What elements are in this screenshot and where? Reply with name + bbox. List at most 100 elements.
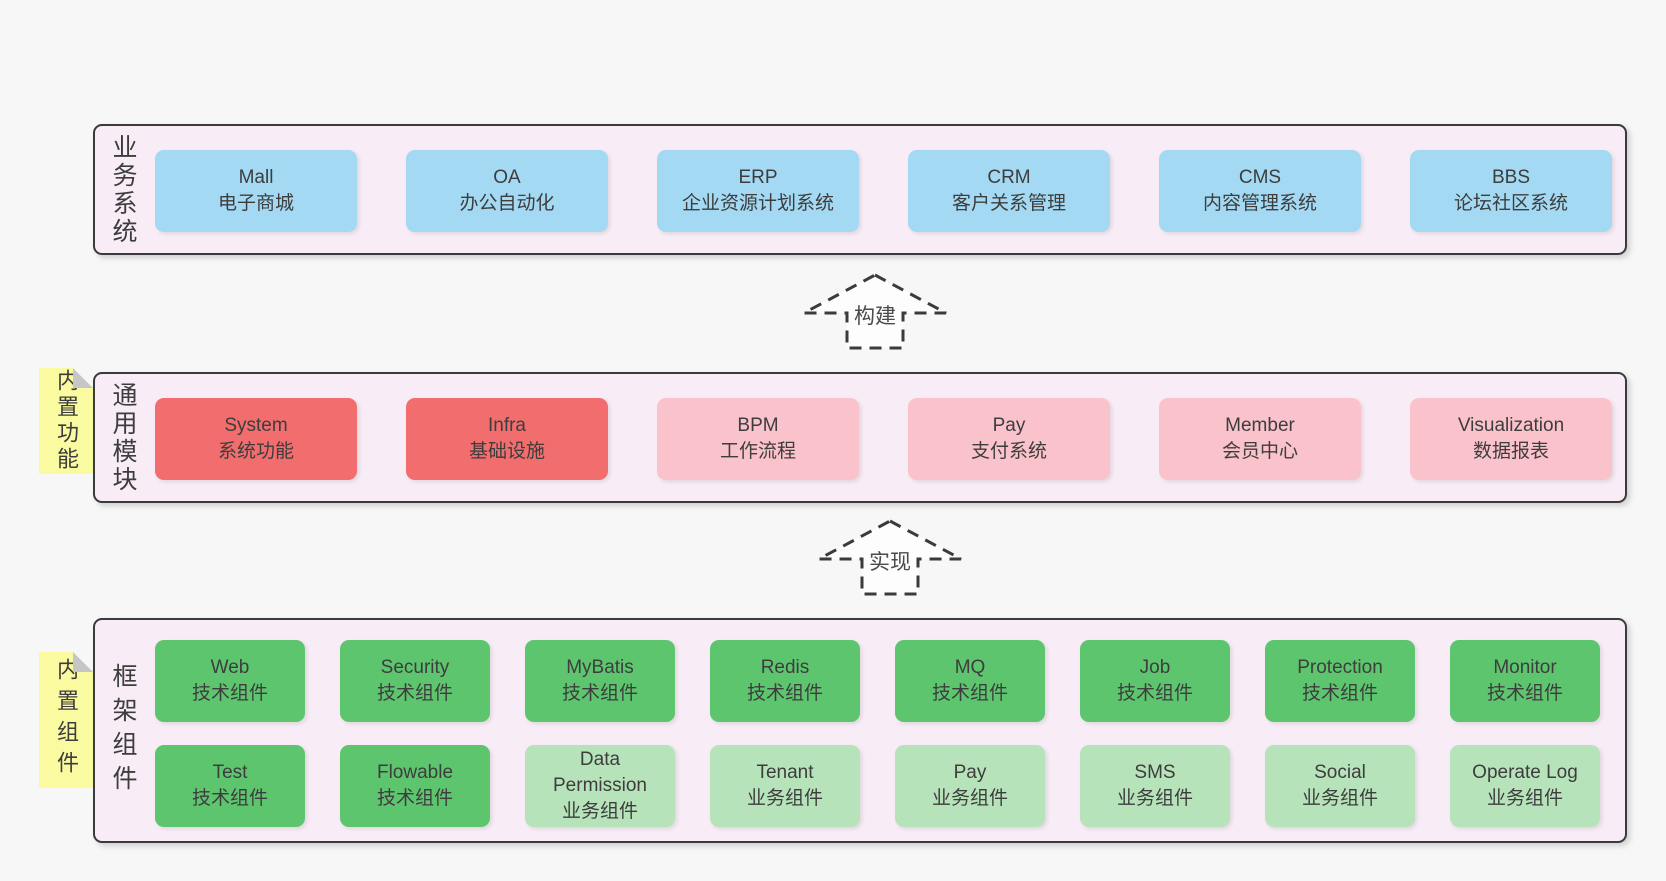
box-subtitle: 会员中心: [1221, 441, 1298, 462]
box-subtitle: 业务组件: [746, 788, 823, 809]
box-data-permission: Data Permission 业务组件: [525, 745, 675, 827]
box-subtitle: 技术组件: [1486, 683, 1563, 704]
box-title: Mall: [238, 167, 274, 188]
box-protection: Protection 技术组件: [1265, 640, 1415, 722]
implement-arrow: 实现: [818, 519, 962, 596]
box-title: Social: [1314, 762, 1366, 783]
box-title: SMS: [1134, 762, 1176, 783]
box-title: Monitor: [1493, 657, 1557, 678]
box-title: Web: [210, 657, 250, 678]
box-operate-log: Operate Log 业务组件: [1450, 745, 1600, 827]
box-title: BBS: [1491, 167, 1531, 188]
box-bpm: BPM 工作流程: [657, 398, 859, 480]
box-title: Security: [380, 657, 450, 678]
box-title: System: [224, 415, 288, 436]
box-visualization: Visualization 数据报表: [1410, 398, 1612, 480]
box-subtitle: 客户关系管理: [951, 193, 1066, 214]
box-title: Data Permission: [553, 749, 647, 796]
box-subtitle: 技术组件: [1116, 683, 1193, 704]
box-subtitle: 技术组件: [746, 683, 823, 704]
box-social: Social 业务组件: [1265, 745, 1415, 827]
box-subtitle: 技术组件: [191, 788, 268, 809]
box-title: ERP: [738, 167, 778, 188]
build-arrow: 构建: [803, 273, 947, 350]
up-arrow-icon: [803, 273, 947, 350]
tab-label: 内置组件: [54, 658, 79, 782]
box-subtitle: 业务组件: [1116, 788, 1193, 809]
box-title: Flowable: [376, 762, 454, 783]
box-member: Member 会员中心: [1159, 398, 1361, 480]
box-oa: OA 办公自动化: [406, 150, 608, 232]
box-mall: Mall 电子商城: [155, 150, 357, 232]
box-subtitle: 业务组件: [561, 801, 638, 822]
box-cms: CMS 内容管理系统: [1159, 150, 1361, 232]
box-title: Redis: [760, 657, 810, 678]
fold-corner-icon: [73, 652, 93, 672]
box-subtitle: 技术组件: [1301, 683, 1378, 704]
box-pay-component: Pay 业务组件: [895, 745, 1045, 827]
box-title: Operate Log: [1472, 762, 1578, 783]
box-system: System 系统功能: [155, 398, 357, 480]
box-tenant: Tenant 业务组件: [710, 745, 860, 827]
box-infra: Infra 基础设施: [406, 398, 608, 480]
builtin-components-tab: 内置组件: [39, 652, 93, 788]
fold-corner-icon: [73, 368, 93, 388]
box-subtitle: 论坛社区系统: [1453, 193, 1568, 214]
box-subtitle: 电子商城: [217, 193, 294, 214]
box-title: Protection: [1297, 657, 1383, 678]
arrow-label: 构建: [854, 305, 896, 328]
panel-side-label: 通用模块: [109, 381, 137, 494]
box-subtitle: 技术组件: [376, 788, 453, 809]
box-subtitle: 数据报表: [1472, 441, 1549, 462]
box-subtitle: 业务组件: [1486, 788, 1563, 809]
box-subtitle: 技术组件: [191, 683, 268, 704]
box-title: BPM: [737, 415, 779, 436]
box-title: Job: [1139, 657, 1171, 678]
builtin-features-tab: 内置功能: [39, 368, 93, 474]
box-title: Member: [1225, 415, 1295, 436]
box-flowable: Flowable 技术组件: [340, 745, 490, 827]
box-subtitle: 基础设施: [468, 441, 545, 462]
box-subtitle: 办公自动化: [459, 193, 555, 214]
box-test: Test 技术组件: [155, 745, 305, 827]
box-crm: CRM 客户关系管理: [908, 150, 1110, 232]
box-subtitle: 业务组件: [931, 788, 1008, 809]
box-title: OA: [493, 167, 521, 188]
box-subtitle: 支付系统: [970, 441, 1047, 462]
box-title: Tenant: [756, 762, 814, 783]
box-title: CRM: [987, 167, 1031, 188]
box-job: Job 技术组件: [1080, 640, 1230, 722]
panel-side-label: 业务系统: [109, 133, 137, 246]
box-subtitle: 业务组件: [1301, 788, 1378, 809]
box-subtitle: 企业资源计划系统: [681, 193, 834, 214]
box-title: Test: [212, 762, 248, 783]
box-title: Infra: [487, 415, 527, 436]
box-title: MyBatis: [566, 657, 634, 678]
box-title: MQ: [954, 657, 986, 678]
box-title: CMS: [1238, 167, 1282, 188]
box-erp: ERP 企业资源计划系统: [657, 150, 859, 232]
box-title: Pay: [992, 415, 1026, 436]
box-bbs: BBS 论坛社区系统: [1410, 150, 1612, 232]
box-sms: SMS 业务组件: [1080, 745, 1230, 827]
box-title: Visualization: [1457, 415, 1565, 436]
box-mybatis: MyBatis 技术组件: [525, 640, 675, 722]
box-subtitle: 技术组件: [561, 683, 638, 704]
up-arrow-icon: [818, 519, 962, 596]
box-web: Web 技术组件: [155, 640, 305, 722]
box-subtitle: 技术组件: [376, 683, 453, 704]
box-monitor: Monitor 技术组件: [1450, 640, 1600, 722]
common-modules-panel: 通用模块 System 系统功能 Infra 基础设施 BPM 工作流程 Pay…: [93, 372, 1627, 503]
box-subtitle: 工作流程: [719, 441, 796, 462]
box-pay-module: Pay 支付系统: [908, 398, 1110, 480]
box-mq: MQ 技术组件: [895, 640, 1045, 722]
business-systems-panel: 业务系统 Mall 电子商城 OA 办公自动化 ERP 企业资源计划系统 CRM…: [93, 124, 1627, 255]
box-title: Pay: [953, 762, 987, 783]
box-subtitle: 内容管理系统: [1202, 193, 1317, 214]
panel-side-label: 框架组件: [109, 662, 137, 799]
framework-components-panel: 框架组件 Web 技术组件 Security 技术组件 MyBatis 技术组件…: [93, 618, 1627, 843]
box-security: Security 技术组件: [340, 640, 490, 722]
box-subtitle: 技术组件: [931, 683, 1008, 704]
arrow-label: 实现: [869, 551, 911, 574]
